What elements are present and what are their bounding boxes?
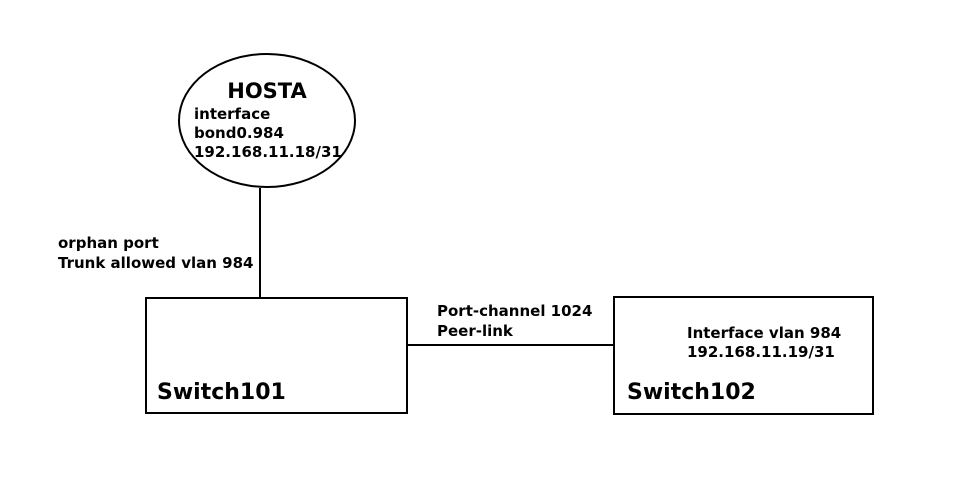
edge-label-port-channel: Port-channel 1024 Peer-link bbox=[437, 301, 592, 341]
peer-link-line: Peer-link bbox=[437, 322, 513, 340]
switch102-interface-vlan-line: Interface vlan 984 bbox=[687, 324, 842, 342]
switch102-node-rect bbox=[613, 296, 874, 415]
switch101-label: Switch101 bbox=[157, 380, 286, 405]
switch101-node-rect bbox=[145, 297, 408, 414]
host-details: interface bond0.984 192.168.11.18/31 bbox=[194, 105, 342, 162]
host-node-ellipse bbox=[178, 53, 356, 188]
switch102-ip-line: 192.168.11.19/31 bbox=[687, 343, 835, 361]
orphan-port-line: orphan port bbox=[58, 234, 159, 252]
host-title: HOSTA bbox=[227, 79, 307, 103]
host-bond-line: bond0.984 bbox=[194, 124, 284, 142]
trunk-allowed-line: Trunk allowed vlan 984 bbox=[58, 254, 254, 272]
host-interface-line: interface bbox=[194, 105, 271, 123]
port-channel-line: Port-channel 1024 bbox=[437, 302, 593, 320]
host-ip-line: 192.168.11.18/31 bbox=[194, 143, 342, 161]
edge-switch101-to-switch102 bbox=[408, 344, 613, 346]
switch102-label: Switch102 bbox=[627, 380, 756, 405]
switch102-details: Interface vlan 984 192.168.11.19/31 bbox=[687, 324, 841, 362]
edge-host-to-switch101 bbox=[259, 188, 261, 297]
edge-label-orphan-port: orphan port Trunk allowed vlan 984 bbox=[58, 233, 254, 273]
